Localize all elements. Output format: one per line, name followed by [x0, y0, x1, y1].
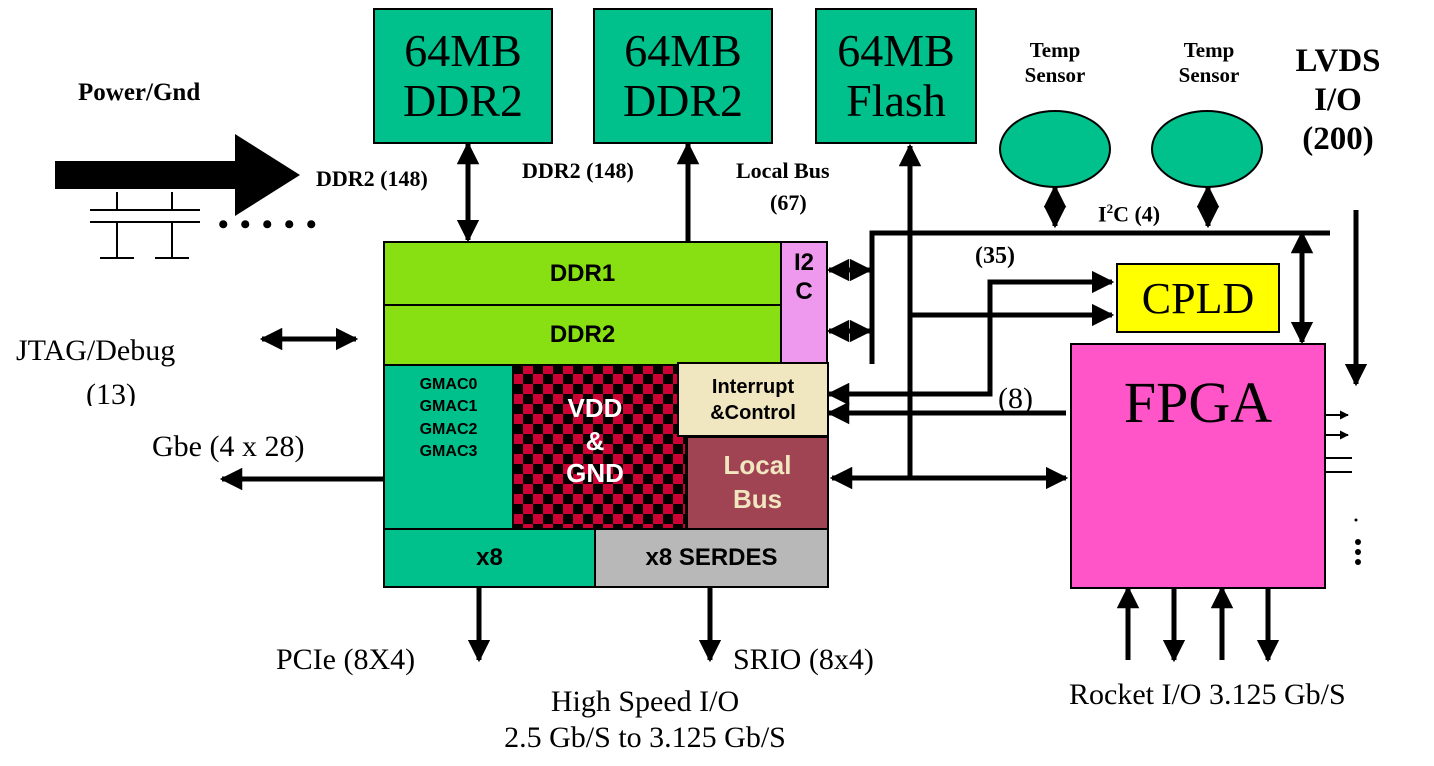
- capacitor-ellipsis: • • • • •: [218, 208, 319, 241]
- local-bus-label: Local Bus: [736, 158, 830, 183]
- lvds-io-label: LVDS I/O (200): [1278, 42, 1398, 159]
- i2c-controller-line1: I2: [793, 249, 814, 276]
- lvds-line3: (200): [1302, 120, 1374, 157]
- cpld-bus-line-1: [826, 270, 1115, 406]
- temp-sensor-b-line2: Sensor: [1178, 63, 1240, 88]
- serdes-x8-block: x8 SERDES: [594, 528, 829, 588]
- interrupt-line1: Interrupt: [711, 375, 795, 398]
- temp-sensor-b: [1151, 110, 1263, 188]
- high-speed-line1: High Speed I/O: [550, 685, 740, 718]
- gmac0-label: GMAC0: [419, 376, 478, 393]
- flash-memory-type: Flash: [846, 75, 946, 126]
- gmac1-label: GMAC1: [419, 398, 478, 416]
- lvds-line2: I/O: [1314, 81, 1362, 118]
- capacitor-symbols: [90, 192, 200, 259]
- vdd-label: VDD: [567, 393, 623, 423]
- local-bus-line1: Local: [723, 450, 792, 481]
- flash-memory: 64MB Flash: [815, 8, 977, 144]
- temp-sensor-a-line2: Sensor: [1024, 63, 1086, 88]
- lvds-line1: LVDS: [1295, 43, 1381, 79]
- cpld-bus-count-label: (35): [975, 243, 1015, 269]
- jtag-debug-count: (13): [86, 380, 136, 406]
- temp-sensor-b-label: Temp Sensor: [1164, 38, 1254, 88]
- power-gnd-label: Power/Gnd: [78, 79, 201, 106]
- temp-sensor-a: [999, 110, 1111, 188]
- cpld-chip: CPLD: [1116, 263, 1280, 333]
- ddr1-controller: DDR1: [383, 241, 782, 306]
- local-bus-line2: Bus: [732, 484, 783, 514]
- ddr2-memory-a: 64MB DDR2: [373, 8, 553, 144]
- jtag-debug-label: JTAG/Debug: [16, 334, 176, 367]
- fpga-control-count-label: (8): [998, 382, 1033, 415]
- i2c-controller: I2 C: [780, 241, 828, 366]
- interrupt-control-block: Interrupt &Control: [677, 362, 829, 437]
- ddr2-memory-b-type: DDR2: [622, 75, 744, 126]
- temp-sensor-b-line1: Temp: [1183, 38, 1235, 62]
- rocket-io-label: Rocket I/O 3.125 Gb/S: [1069, 678, 1346, 711]
- interrupt-line2: &Control: [710, 401, 796, 424]
- i2c-controller-line2: C: [795, 277, 813, 305]
- vdd-gnd-label: VDD & GND: [555, 392, 635, 490]
- gmac3-label: GMAC3: [419, 443, 478, 461]
- local-bus-controller: Local Bus: [686, 436, 829, 530]
- power-arrow: [55, 134, 300, 216]
- gmac-block: GMAC0 GMAC1 GMAC2 GMAC3: [383, 364, 514, 530]
- ddr2-memory-b-size: 64MB: [624, 25, 742, 77]
- ddr2-memory-b: 64MB DDR2: [593, 8, 773, 144]
- gbe-label: Gbe (4 x 28): [152, 430, 305, 463]
- temp-sensor-a-line1: Temp: [1029, 38, 1081, 62]
- srio-label: SRIO (8x4): [733, 643, 874, 676]
- gmac2-label: GMAC2: [419, 420, 478, 438]
- ddr2-b-bus-label: DDR2 (148): [522, 158, 634, 183]
- i2c-superscript: 2: [1106, 201, 1114, 216]
- pcie-label: PCIe (8X4): [276, 643, 416, 676]
- ddr2-memory-a-size: 64MB: [404, 25, 522, 77]
- i2c-prefix: I: [1098, 201, 1107, 227]
- fpga-io-dots: [1354, 518, 1361, 565]
- gnd-label: GND: [566, 458, 624, 488]
- ddr2-memory-a-type: DDR2: [402, 75, 524, 126]
- i2c-bus-label: I2C (4): [1098, 202, 1160, 225]
- high-speed-io-label: High Speed I/O 2.5 Gb/S to 3.125 Gb/S: [440, 684, 850, 756]
- fpga-chip: FPGA: [1070, 343, 1326, 589]
- ddr2-controller: DDR2: [383, 304, 782, 366]
- i2c-suffix: C (4): [1113, 201, 1161, 227]
- ddr2-a-bus-label: DDR2 (148): [316, 166, 428, 191]
- ampersand-label: &: [585, 425, 605, 456]
- temp-sensor-a-label: Temp Sensor: [1010, 38, 1100, 88]
- flash-memory-size: 64MB: [837, 25, 955, 77]
- high-speed-line2: 2.5 Gb/S to 3.125 Gb/S: [504, 721, 786, 754]
- pcie-x8-block: x8: [383, 528, 596, 588]
- local-bus-count-label: (67): [770, 190, 807, 215]
